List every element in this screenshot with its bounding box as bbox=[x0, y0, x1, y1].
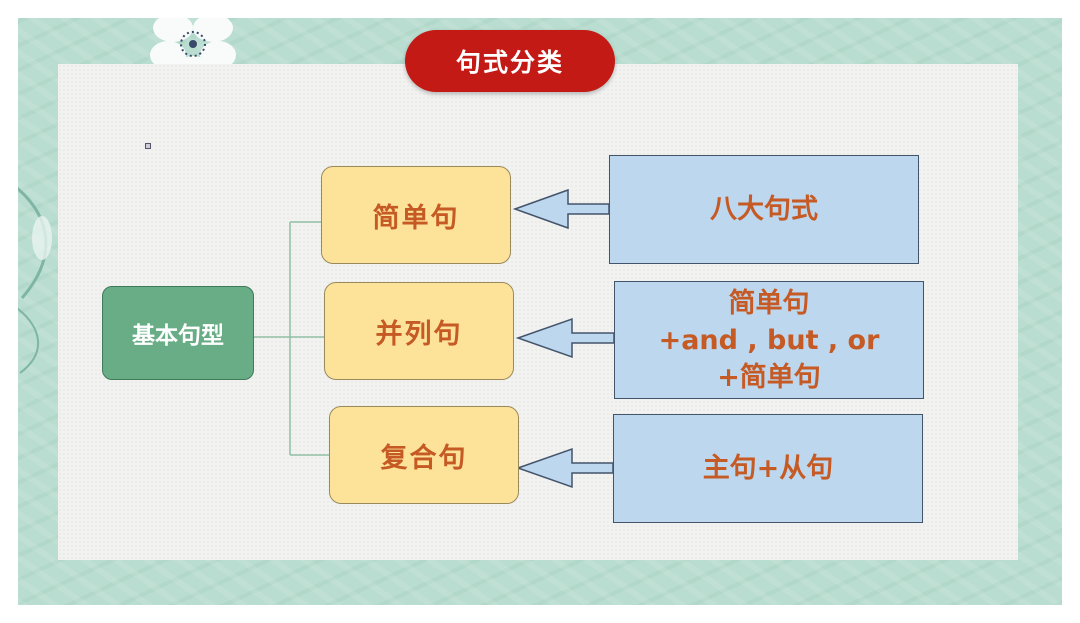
desc-complex-sentence: 主句+从句 bbox=[613, 414, 923, 523]
node-simple-sentence: 简单句 bbox=[321, 166, 511, 264]
arrow-left-icon bbox=[515, 447, 614, 489]
desc-line: +简单句 bbox=[717, 361, 821, 393]
page-title: 句式分类 bbox=[405, 30, 615, 92]
node-complex-sentence: 复合句 bbox=[329, 406, 519, 504]
desc-compound-sentence: 简单句 +and , but , or +简单句 bbox=[614, 281, 924, 399]
desc-line: +and , but , or bbox=[658, 324, 880, 356]
arrow-left-icon bbox=[512, 188, 610, 230]
leaf-decoration bbox=[18, 186, 52, 374]
desc-line: 主句+从句 bbox=[702, 453, 834, 484]
root-bracket bbox=[252, 221, 329, 456]
marker-dot bbox=[145, 143, 151, 149]
node-compound-sentence: 并列句 bbox=[324, 282, 514, 380]
desc-simple-sentence: 八大句式 bbox=[609, 155, 919, 264]
arrow-left-icon bbox=[515, 317, 615, 359]
root-node-basic-sentence-types: 基本句型 bbox=[102, 286, 254, 380]
desc-line: 简单句 bbox=[728, 287, 810, 319]
desc-line: 八大句式 bbox=[710, 194, 818, 225]
